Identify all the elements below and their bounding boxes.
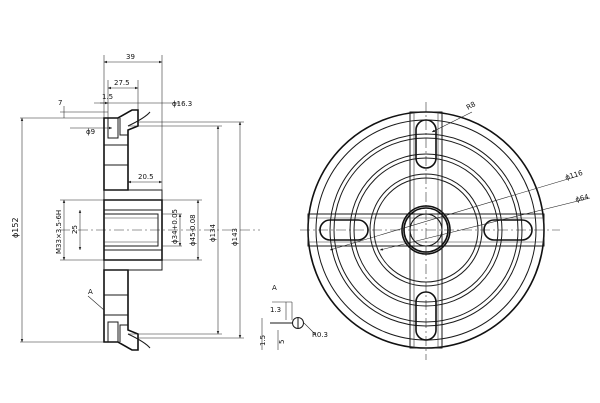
lower-groove-2 (119, 324, 128, 342)
label-r8: R8 (465, 100, 477, 112)
label-39: 39 (126, 53, 135, 61)
label-d152: ϕ152 (11, 217, 20, 238)
lower-rim (103, 269, 139, 351)
upper-rim (103, 109, 139, 191)
label-d16-3: ϕ16.3 (172, 100, 192, 108)
center-bore (403, 207, 449, 253)
label-1-5: 1.5 (102, 93, 113, 101)
label-detail-ref-a: A (88, 288, 93, 296)
upper-groove-2 (119, 118, 128, 136)
label-thread: M33×3.5-6H (55, 210, 63, 254)
front-view: R8 ϕ116 ϕ64 (300, 100, 590, 360)
label-27-5: 27.5 (114, 79, 130, 87)
lower-groove (107, 321, 119, 342)
detail-label-5: 5 (278, 340, 286, 344)
label-d64: ϕ64 (575, 193, 591, 204)
label-20-5: 20.5 (138, 173, 154, 181)
label-d34: ϕ34+0.05 (171, 209, 179, 244)
slot-top (415, 119, 437, 169)
detail-circle (292, 317, 304, 329)
label-d9: ϕ9 (86, 128, 95, 136)
upper-web (103, 189, 163, 201)
detail-label-1-5: 1.5 (259, 335, 267, 346)
detail-label-a: A (272, 284, 277, 292)
slot-right (483, 219, 533, 241)
section-view: ϕ152 M33×3.5-6H 25 ϕ34+0.05 ϕ45-0.08 ϕ13… (11, 53, 260, 351)
slot-left (319, 219, 369, 241)
label-d143: ϕ143 (231, 228, 239, 246)
detail-label-r0-3: R0.3 (312, 331, 328, 339)
label-d45: ϕ45-0.08 (189, 214, 197, 246)
slot-bottom (415, 291, 437, 341)
label-7: 7 (58, 99, 62, 107)
label-d134: ϕ134 (209, 223, 217, 242)
label-d116: ϕ116 (564, 169, 584, 182)
label-len25: 25 (71, 225, 79, 234)
detail-view-a: A 1.3 R0.3 1.5 5 (259, 284, 328, 350)
lower-web (103, 259, 163, 271)
detail-label-1-3: 1.3 (270, 306, 281, 314)
